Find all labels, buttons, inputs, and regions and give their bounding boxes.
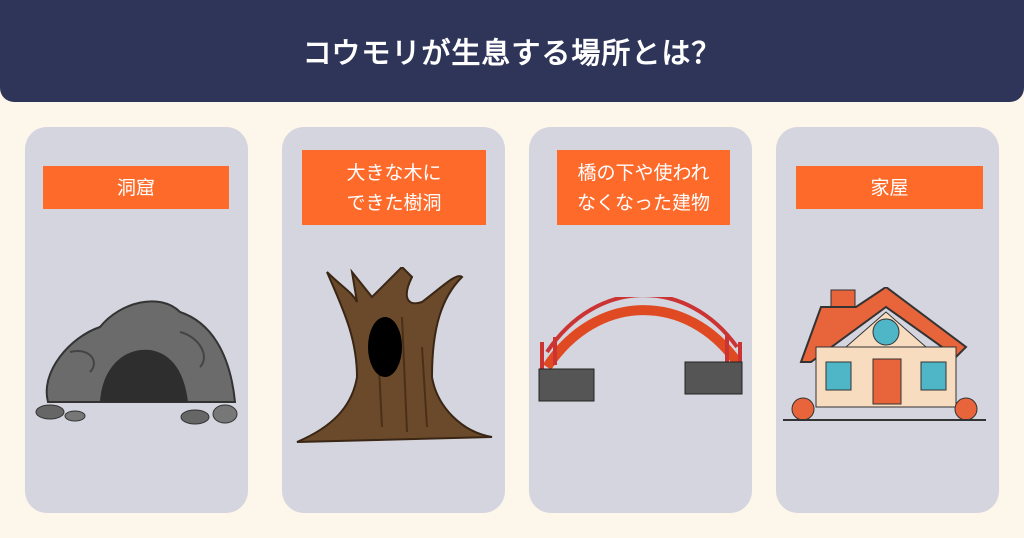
card-house: 家屋 <box>776 127 999 513</box>
card-label: 橋の下や使われ なくなった建物 <box>557 150 730 225</box>
card-label: 洞窟 <box>43 166 229 209</box>
bridge-icon <box>538 297 743 402</box>
card-label: 家屋 <box>796 166 983 209</box>
card-tree-hollow: 大きな木に できた樹洞 <box>282 127 505 513</box>
card-label: 大きな木に できた樹洞 <box>302 150 486 225</box>
tree-hollow-icon <box>296 267 493 443</box>
page-title: コウモリが生息する場所とは？ <box>302 36 722 70</box>
card-cave: 洞窟 <box>25 127 248 513</box>
card-label-line: なくなった建物 <box>576 191 710 214</box>
card-label-line: 大きな木に <box>346 161 442 184</box>
card-label-line: 家屋 <box>870 176 909 199</box>
card-label-line: 橋の下や使われ <box>577 161 710 184</box>
house-icon <box>783 287 986 421</box>
cave-icon <box>35 300 238 425</box>
card-label-line: 洞窟 <box>116 176 155 199</box>
card-label-line: できた樹洞 <box>346 191 442 214</box>
header-banner: コウモリが生息する場所とは？ <box>0 0 1024 102</box>
card-bridge: 橋の下や使われ なくなった建物 <box>529 127 752 513</box>
